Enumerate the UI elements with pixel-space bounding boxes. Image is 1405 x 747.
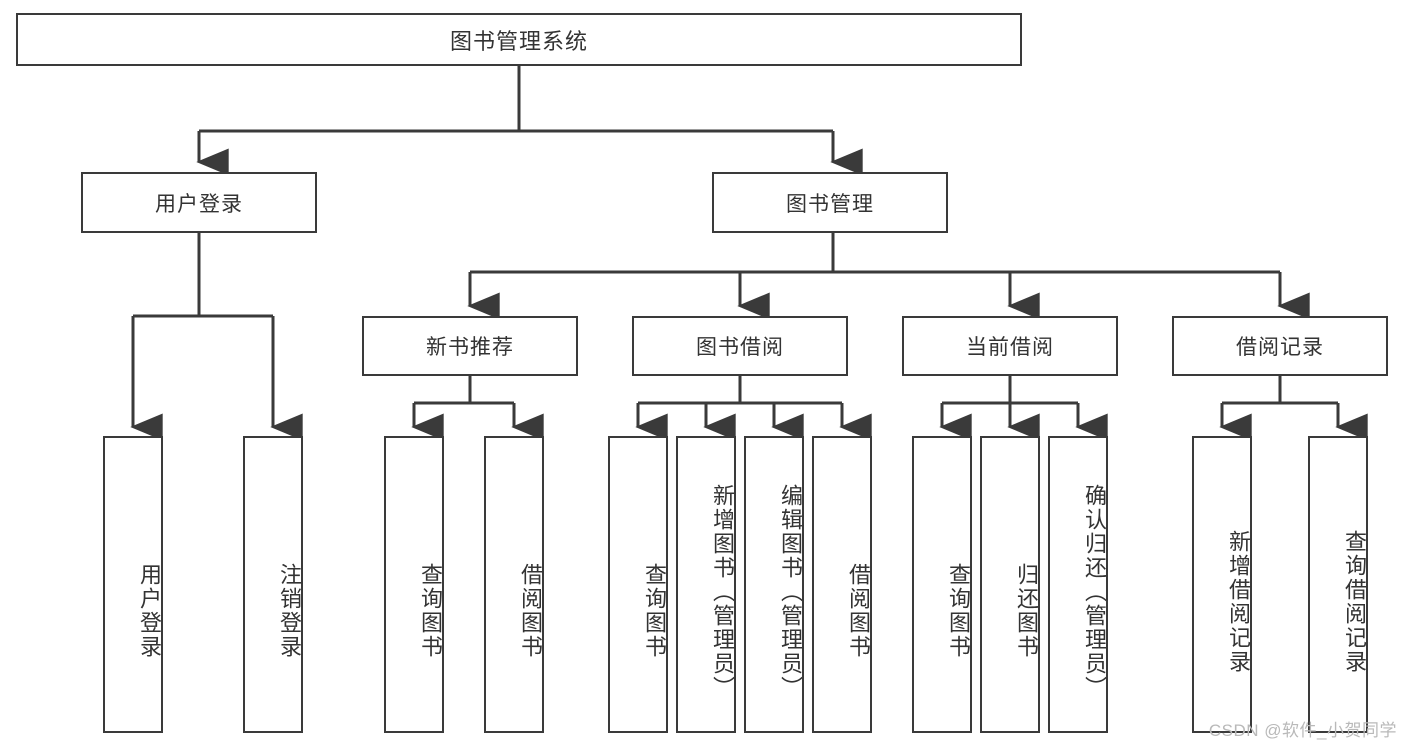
node-new-book-recommend[interactable]: 新书推荐: [362, 316, 578, 376]
leaf-user-login-logout[interactable]: 注销登录: [243, 436, 303, 733]
node-borrow-record[interactable]: 借阅记录: [1172, 316, 1388, 376]
leaf-book-borrow-query-book[interactable]: 查询图书: [608, 436, 668, 733]
node-current-borrow[interactable]: 当前借阅: [902, 316, 1118, 376]
leaf-new-book-query-book[interactable]: 查询图书: [384, 436, 444, 733]
leaf-user-login-login[interactable]: 用户登录: [103, 436, 163, 733]
leaf-current-borrow-return-book[interactable]: 归还图书: [980, 436, 1040, 733]
node-user-login[interactable]: 用户登录: [81, 172, 317, 233]
leaf-book-borrow-add-book-admin[interactable]: 新增图书（管理员）: [676, 436, 736, 733]
node-book-management[interactable]: 图书管理: [712, 172, 948, 233]
leaf-current-borrow-query-book[interactable]: 查询图书: [912, 436, 972, 733]
leaf-book-borrow-borrow-book[interactable]: 借阅图书: [812, 436, 872, 733]
leaf-book-borrow-edit-book-admin[interactable]: 编辑图书（管理员）: [744, 436, 804, 733]
leaf-current-borrow-confirm-return-admin[interactable]: 确认归还（管理员）: [1048, 436, 1108, 733]
leaf-borrow-record-add-record[interactable]: 新增借阅记录: [1192, 436, 1252, 733]
node-root-book-management-system[interactable]: 图书管理系统: [16, 13, 1022, 66]
leaf-borrow-record-query-record[interactable]: 查询借阅记录: [1308, 436, 1368, 733]
node-book-borrow[interactable]: 图书借阅: [632, 316, 848, 376]
watermark-text: CSDN @软件_小贺同学: [1208, 721, 1397, 740]
leaf-new-book-borrow-book[interactable]: 借阅图书: [484, 436, 544, 733]
